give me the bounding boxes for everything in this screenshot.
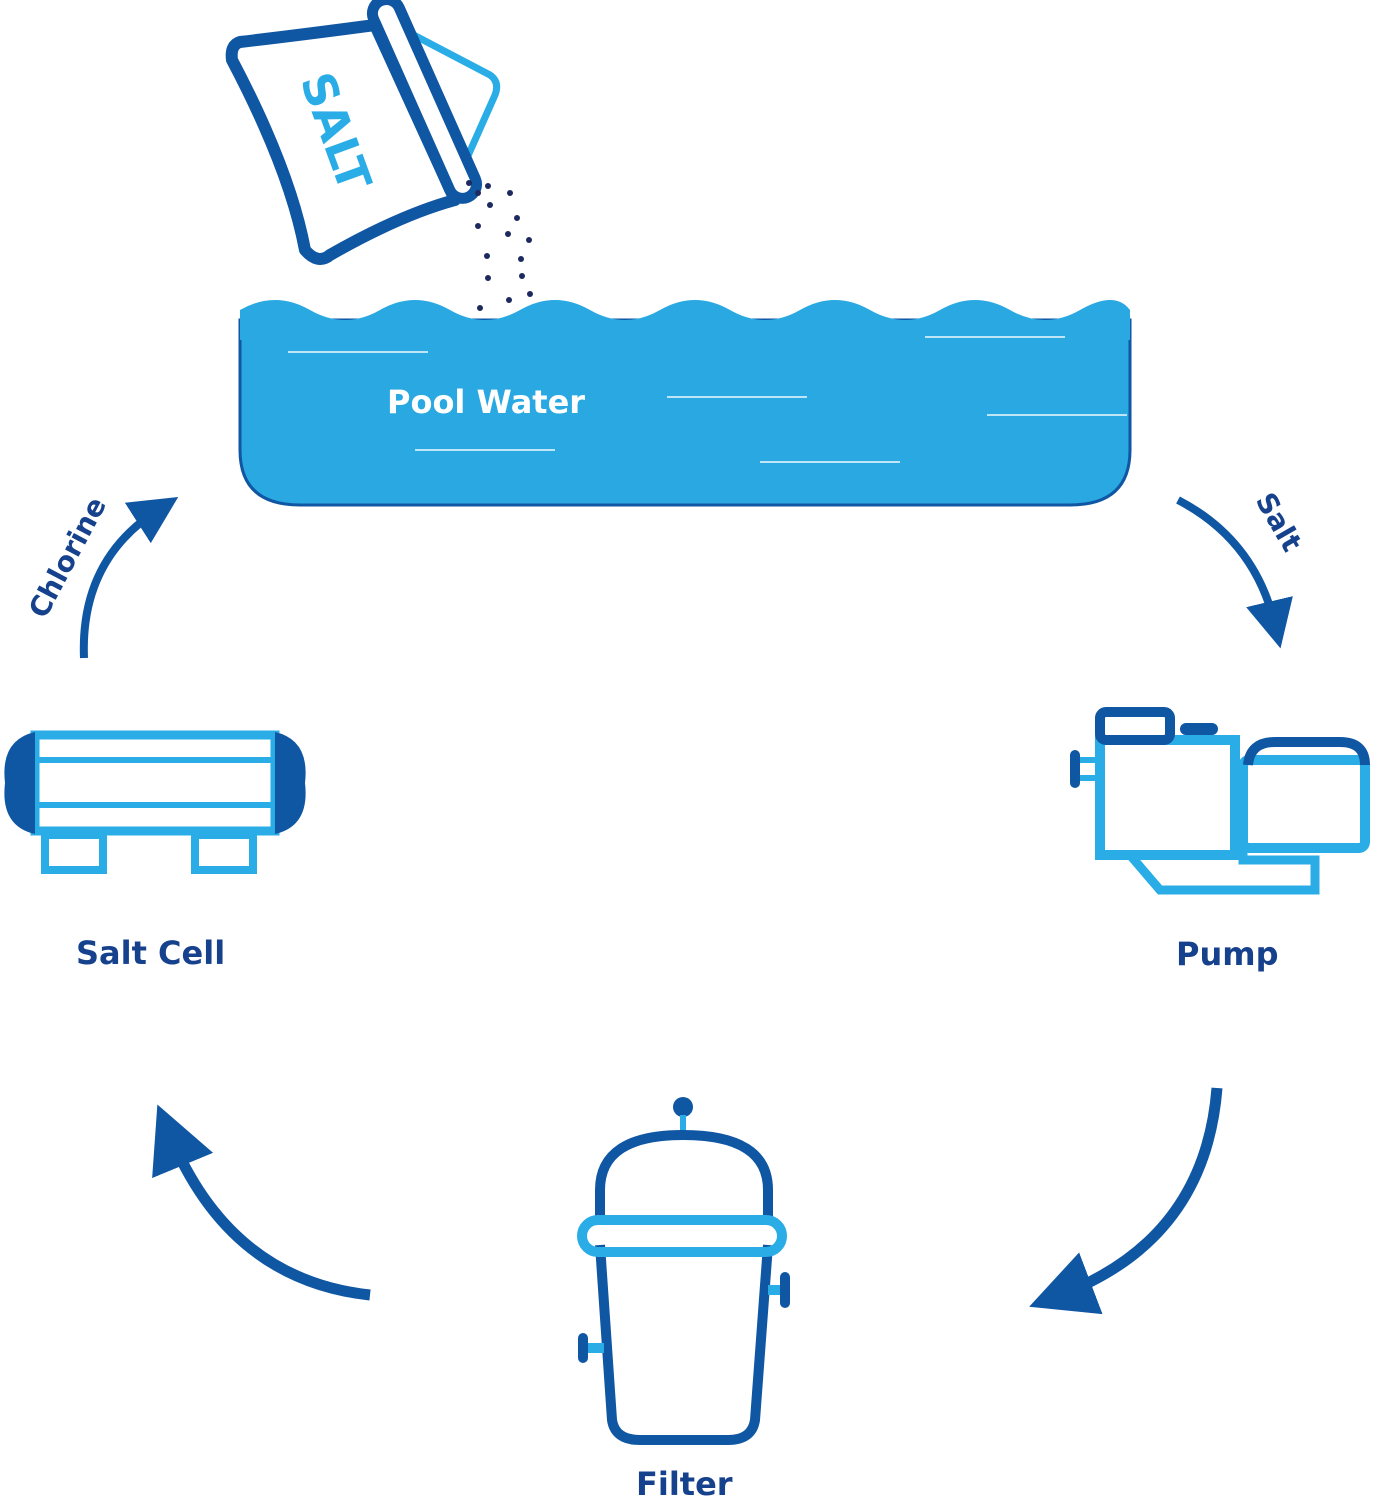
salt-arrow-label: Salt <box>1249 487 1309 557</box>
arrow-pump-to-filter <box>1029 1087 1223 1315</box>
filter-label: Filter <box>636 1465 733 1500</box>
pump-icon <box>1070 707 1370 895</box>
pool-water-label: Pool Water <box>387 383 585 421</box>
chlorine-arrow-label: Chlorine <box>22 492 113 624</box>
pump-label: Pump <box>1176 935 1278 973</box>
salt-grains <box>466 180 533 311</box>
salt-bag-icon: SALT <box>225 0 533 311</box>
salt-cell-icon <box>4 730 306 874</box>
salt-cell-label: Salt Cell <box>76 934 225 972</box>
arrow-cell-to-pool <box>79 497 179 659</box>
arrow-filter-to-cell <box>152 1104 371 1301</box>
pool-water-icon: Pool Water <box>238 300 1132 507</box>
arrow-pool-to-pump <box>1176 496 1293 649</box>
filter-icon <box>577 1097 790 1445</box>
